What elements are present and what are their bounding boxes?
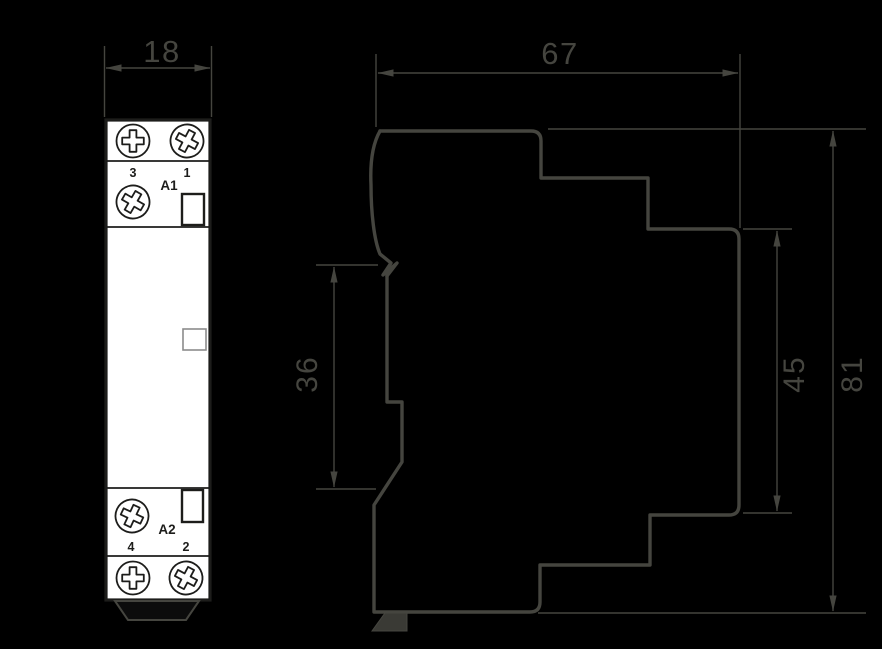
- side-profile-outline: [372, 129, 741, 614]
- dimension-inner-height-label: 45: [778, 355, 811, 392]
- terminal-slot: [180, 192, 206, 227]
- arrow-left-icon: [377, 69, 394, 77]
- terminal-label-3: 3: [130, 166, 137, 180]
- dimension-rail-label: 36: [291, 355, 324, 392]
- screw-icon: [115, 123, 151, 159]
- dimension-width-label: 18: [143, 34, 180, 69]
- screw-icon: [115, 560, 151, 596]
- arrow-down-icon: [773, 495, 781, 512]
- terminal-label-1: 1: [184, 166, 191, 180]
- arrow-down-icon: [330, 471, 338, 488]
- dimension-depth-67: 67: [375, 36, 741, 228]
- terminal-label-4: 4: [128, 540, 135, 554]
- dimension-width-18: 18: [103, 34, 213, 117]
- din-release-foot: [371, 612, 408, 632]
- terminal-label-2: 2: [183, 540, 190, 554]
- terminal-label-a2: A2: [158, 522, 175, 537]
- arrow-up-icon: [829, 130, 837, 147]
- arrow-left-icon: [105, 64, 122, 72]
- dimension-depth-label: 67: [541, 36, 578, 71]
- side-profile-front-face: [369, 129, 399, 278]
- side-view: 67 36 45: [291, 36, 869, 632]
- arrow-right-icon: [194, 64, 211, 72]
- terminal-label-a1: A1: [160, 178, 178, 193]
- arrow-down-icon: [829, 595, 837, 612]
- arrow-right-icon: [722, 69, 739, 77]
- front-view: 18 3 1 A1 A2 4 2: [103, 34, 213, 621]
- din-clip: [113, 600, 201, 621]
- arrow-up-icon: [773, 230, 781, 247]
- dimension-height-label: 81: [836, 355, 869, 392]
- dimension-rail-36: 36: [291, 264, 378, 490]
- arrow-up-icon: [330, 266, 338, 283]
- dimension-height-81: 81: [538, 128, 869, 614]
- marker-window: [182, 328, 207, 351]
- dimension-inner-height-45: 45: [743, 228, 811, 514]
- terminal-slot: [180, 488, 205, 524]
